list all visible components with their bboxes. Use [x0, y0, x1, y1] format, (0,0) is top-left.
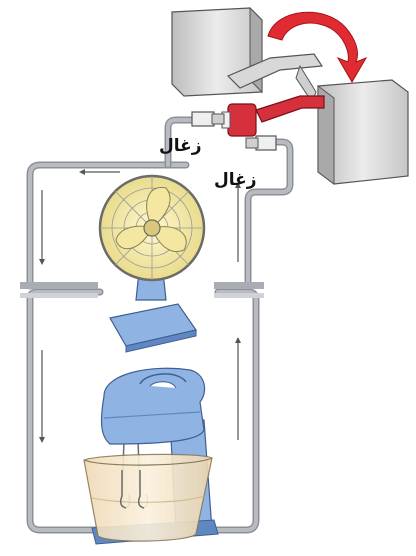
electric-fan-icon: [100, 176, 204, 352]
rotation-arrow-icon: [268, 12, 366, 82]
brush-label-upper: زغال: [159, 136, 202, 156]
rotor-coil: [256, 96, 324, 122]
commutator: [228, 104, 256, 136]
carbon-brush-upper: [192, 112, 224, 126]
carbon-brush-lower: [246, 136, 276, 150]
brush-label-lower: زغال: [214, 170, 257, 190]
hand-mixer-icon: [84, 368, 218, 544]
magnet-right: [318, 80, 408, 184]
